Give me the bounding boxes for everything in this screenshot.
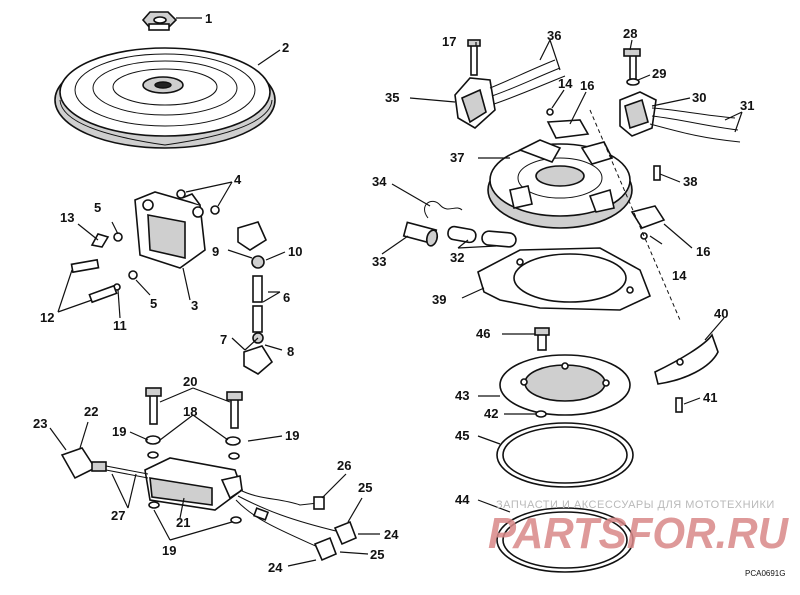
callout-14b: 14 bbox=[672, 268, 687, 283]
pickup-coil-left bbox=[454, 39, 566, 129]
callout-32: 32 bbox=[450, 250, 464, 265]
callout-43: 43 bbox=[455, 388, 469, 403]
callout-24a: 24 bbox=[268, 560, 283, 575]
power-pack bbox=[144, 457, 243, 511]
coil-boot-and-tubes bbox=[237, 221, 274, 375]
callout-4: 4 bbox=[234, 172, 242, 187]
flywheel bbox=[54, 47, 276, 149]
power-pack-wires bbox=[235, 489, 358, 562]
callout-39: 39 bbox=[432, 292, 446, 307]
stator-plate bbox=[487, 108, 633, 229]
callout-27: 27 bbox=[111, 508, 125, 523]
callout-14a: 14 bbox=[558, 76, 573, 91]
callout-19c: 19 bbox=[162, 543, 176, 558]
callout-40: 40 bbox=[714, 306, 728, 321]
callout-12: 12 bbox=[40, 310, 54, 325]
callout-5b: 5 bbox=[150, 296, 157, 311]
callout-42: 42 bbox=[484, 406, 498, 421]
power-pack-connector bbox=[60, 447, 149, 480]
leader-lines bbox=[49, 17, 743, 567]
coil-screws bbox=[70, 189, 220, 304]
callout-44: 44 bbox=[455, 492, 470, 507]
callout-29: 29 bbox=[652, 66, 666, 81]
callout-22: 22 bbox=[84, 404, 98, 419]
callout-11: 11 bbox=[113, 318, 127, 333]
callout-37: 37 bbox=[450, 150, 464, 165]
callout-30: 30 bbox=[692, 90, 706, 105]
callout-33: 33 bbox=[372, 254, 386, 269]
callout-5a: 5 bbox=[94, 200, 101, 215]
ignition-coil bbox=[134, 191, 206, 269]
timer-base bbox=[477, 247, 652, 311]
callout-3: 3 bbox=[191, 298, 198, 313]
callout-41: 41 bbox=[703, 390, 717, 405]
seal-ring-lower bbox=[496, 507, 634, 573]
callout-38: 38 bbox=[683, 174, 697, 189]
callout-8: 8 bbox=[287, 344, 294, 359]
flywheel-nut bbox=[141, 11, 178, 31]
callout-1: 1 bbox=[205, 11, 212, 26]
callout-31: 31 bbox=[740, 98, 754, 113]
callout-9: 9 bbox=[212, 244, 219, 259]
retainer-plate bbox=[499, 327, 631, 418]
watermark-tagline: ЗАПЧАСТИ И АКСЕССУАРЫ ДЛЯ МОТОТЕХНИКИ bbox=[496, 499, 775, 511]
callout-28: 28 bbox=[623, 26, 637, 41]
callout-46: 46 bbox=[476, 326, 490, 341]
callout-23: 23 bbox=[33, 416, 47, 431]
power-pack-screws bbox=[145, 387, 243, 524]
callout-34: 34 bbox=[372, 174, 387, 189]
callout-18: 18 bbox=[183, 404, 197, 419]
callout-36: 36 bbox=[547, 28, 561, 43]
pickup-coil-right bbox=[619, 48, 741, 143]
balance-weight bbox=[654, 333, 719, 413]
callout-16b: 16 bbox=[696, 244, 710, 259]
callout-20: 20 bbox=[183, 374, 197, 389]
callout-13: 13 bbox=[60, 210, 74, 225]
callout-19a: 19 bbox=[112, 424, 126, 439]
callout-2: 2 bbox=[282, 40, 289, 55]
callout-7: 7 bbox=[220, 332, 227, 347]
seal-ring-upper bbox=[496, 422, 634, 488]
callout-35: 35 bbox=[385, 90, 399, 105]
callout-45: 45 bbox=[455, 428, 469, 443]
watermark-logo: PARTSFOR.RU bbox=[488, 509, 789, 558]
callout-17: 17 bbox=[442, 34, 456, 49]
callout-24b: 24 bbox=[384, 527, 399, 542]
callout-21: 21 bbox=[176, 515, 190, 530]
stator-clips bbox=[630, 165, 666, 240]
callout-26: 26 bbox=[337, 458, 351, 473]
callout-16a: 16 bbox=[580, 78, 594, 93]
callout-labels: 1 2 3 4 5 5 6 7 8 9 10 11 12 13 14 14 16… bbox=[33, 11, 754, 575]
callout-25a: 25 bbox=[358, 480, 372, 495]
assembly-centerline bbox=[589, 109, 681, 321]
callout-19b: 19 bbox=[285, 428, 299, 443]
drawing-code: PCA0691G bbox=[745, 569, 785, 578]
callout-6: 6 bbox=[283, 290, 290, 305]
callout-10: 10 bbox=[288, 244, 302, 259]
boot-and-sleeves bbox=[402, 200, 517, 248]
callout-25b: 25 bbox=[370, 547, 384, 562]
